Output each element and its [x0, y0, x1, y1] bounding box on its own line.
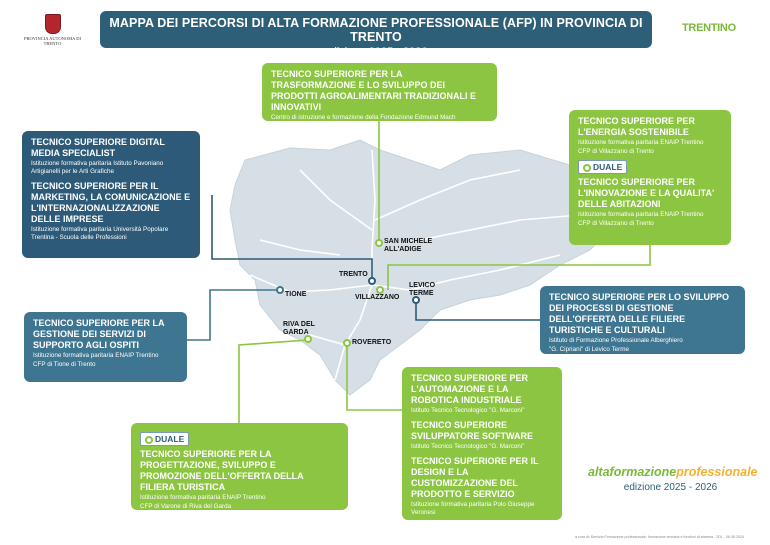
footer-credit: a cura di: Servizio Formazione professio… — [575, 535, 744, 539]
city-riva: RIVA DEL GARDA — [283, 321, 315, 336]
course-title: TECNICO SUPERIORE PER LA PROGETTAZIONE, … — [140, 449, 304, 492]
course-title: TECNICO SUPERIORE PER LA TRASFORMAZIONE … — [271, 69, 476, 112]
course-box-garda: DUALE TECNICO SUPERIORE PER LA PROGETTAZ… — [131, 423, 348, 510]
province-name: PROVINCIA AUTONOMA DI TRENTO — [24, 36, 81, 46]
course-title: TECNICO SUPERIORE PER L'INNOVAZIONE E LA… — [578, 177, 715, 209]
course-school: Istituto di Formazione Professionale Alb… — [549, 337, 683, 344]
san-michele-marker — [375, 239, 383, 247]
course-title: TECNICO SUPERIORE DIGITAL MEDIA SPECIALI… — [31, 137, 165, 158]
page-title: MAPPA DEI PERCORSI DI ALTA FORMAZIONE PR… — [109, 16, 643, 44]
course-school: Istituto Tecnico Tecnologico "G. Marconi… — [411, 443, 525, 450]
city-rovereto: ROVERETO — [352, 339, 392, 346]
province-crest-icon — [44, 14, 61, 34]
city-san-michele: SAN MICHELE ALL'ADIGE — [384, 238, 433, 253]
page-edition: edizione 2025 - 2026 — [324, 46, 428, 58]
city-trento: TRENTO — [339, 271, 368, 278]
tione-marker — [276, 286, 284, 294]
course-school: Centro di istruzione e formazione della … — [271, 114, 456, 121]
course-school: Istituzione formativa paritaria Polo Giu… — [411, 501, 535, 516]
duale-badge: DUALE — [578, 160, 628, 174]
province-outline — [229, 139, 611, 396]
alta-formazione-edition: edizione 2025 - 2026 — [623, 482, 718, 493]
alta-formazione-wordmark: altaformazione — [588, 465, 677, 479]
city-villazzano: VILLAZZANO — [355, 294, 400, 301]
duale-label: DUALE — [593, 162, 623, 172]
course-title: TECNICO SUPERIORE PER IL MARKETING, LA C… — [31, 181, 191, 224]
title-banner: MAPPA DEI PERCORSI DI ALTA FORMAZIONE PR… — [100, 11, 652, 58]
alta-formazione-logo: altaformazioneprofessionale edizione 202… — [588, 465, 758, 493]
course-school: Istituzione formativa paritaria Istituto… — [31, 160, 164, 175]
course-title: TECNICO SUPERIORE PER LA GESTIONE DEI SE… — [33, 318, 165, 350]
course-title: TECNICO SUPERIORE SVILUPPATORE SOFTWARE — [411, 420, 534, 441]
duale-icon — [145, 435, 153, 444]
course-school: Istituto Tecnico Tecnologico "G. Marconi… — [411, 407, 525, 414]
course-box-turismo: TECNICO SUPERIORE PER LO SVILUPPO DEI PR… — [540, 286, 745, 354]
rovereto-marker — [343, 339, 351, 347]
course-school: Istituzione formativa paritaria Universi… — [31, 226, 169, 241]
duale-icon — [583, 163, 591, 172]
levico-marker — [412, 296, 420, 304]
course-school: Istituzione formativa paritaria ENAIP Tr… — [578, 139, 704, 146]
villazzano-marker — [376, 286, 384, 294]
course-school: Istituzione formativa paritaria ENAIP Tr… — [578, 211, 704, 218]
city-tione: TIONE — [285, 291, 307, 298]
course-school: Istituzione formativa paritaria ENAIP Tr… — [33, 352, 159, 359]
duale-label: DUALE — [155, 434, 185, 444]
riva-marker — [304, 335, 312, 343]
course-box-agro: TECNICO SUPERIORE PER LA TRASFORMAZIONE … — [262, 63, 497, 121]
course-box-automazione: TECNICO SUPERIORE PER L'AUTOMAZIONE E LA… — [402, 367, 562, 520]
city-levico: LEVICO TERME — [409, 282, 436, 297]
trentino-logo: TRENTINO — [682, 22, 736, 34]
course-school: CFP di Villazzano di Trento — [578, 220, 654, 227]
duale-badge: DUALE — [140, 432, 190, 446]
trentino-logo-text: TRENTINO — [682, 22, 736, 34]
course-school: Istituzione formativa paritaria ENAIP Tr… — [140, 494, 266, 501]
course-title: TECNICO SUPERIORE PER L'AUTOMAZIONE E LA… — [411, 373, 529, 405]
course-school: "G. Cipriani" di Levico Terme — [549, 346, 629, 353]
course-title: TECNICO SUPERIORE PER L'ENERGIA SOSTENIB… — [578, 116, 696, 137]
professionale-wordmark: professionale — [676, 465, 758, 479]
course-box-energia: TECNICO SUPERIORE PER L'ENERGIA SOSTENIB… — [569, 110, 731, 245]
course-school: CFP di Tione di Trento — [33, 361, 96, 368]
course-box-ospiti: TECNICO SUPERIORE PER LA GESTIONE DEI SE… — [24, 312, 187, 382]
course-title: TECNICO SUPERIORE PER IL DESIGN E LA CUS… — [411, 456, 539, 499]
course-box-digital: TECNICO SUPERIORE DIGITAL MEDIA SPECIALI… — [22, 131, 200, 258]
trento-marker — [368, 277, 376, 285]
course-school: CFP di Villazzano di Trento — [578, 148, 654, 155]
course-title: TECNICO SUPERIORE PER LO SVILUPPO DEI PR… — [549, 292, 730, 335]
province-logo: PROVINCIA AUTONOMA DI TRENTO — [20, 14, 85, 46]
course-school: CFP di Varone di Riva del Garda — [140, 503, 232, 510]
